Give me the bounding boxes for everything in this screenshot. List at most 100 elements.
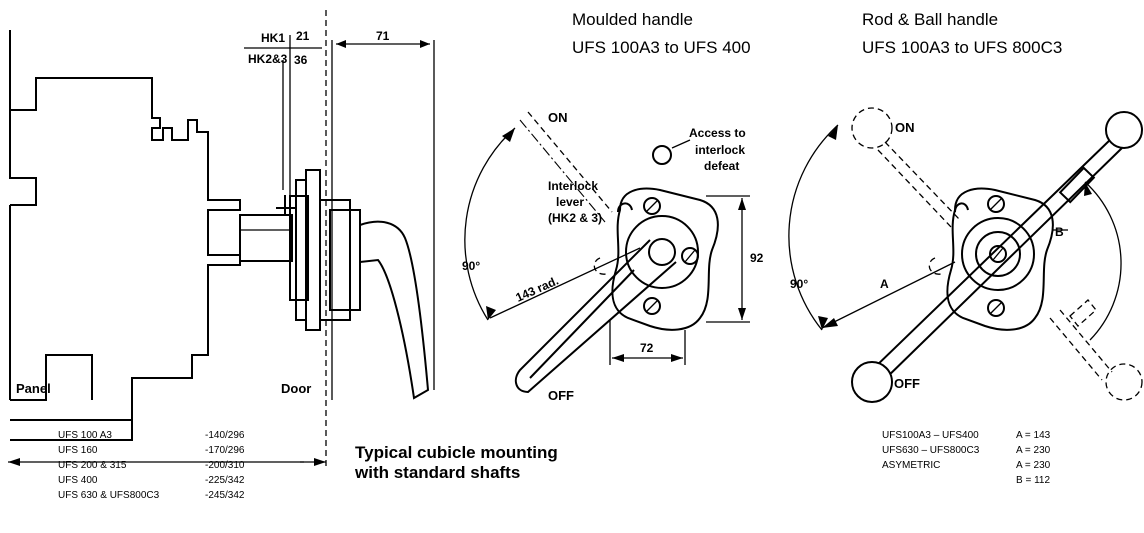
interlock-ghost xyxy=(593,257,607,275)
rodball-heading-line1: Rod & Ball handle xyxy=(862,10,998,29)
access-label-3: defeat xyxy=(704,159,739,173)
moulded-handle-view: 90° ON 143 rad. OFF Access to interlock … xyxy=(462,110,764,403)
handle-base xyxy=(319,199,351,321)
a-radius-line xyxy=(821,261,956,329)
rodball-angle-arc xyxy=(788,124,839,331)
mech-plate xyxy=(289,195,309,301)
rb-hub-mid xyxy=(975,231,1021,277)
rodball-off-label: OFF xyxy=(894,376,920,391)
rod-table-value-1: A = 230 xyxy=(1016,445,1051,456)
overall-dim-arrow-right xyxy=(314,458,326,466)
rod-table-value-3: B = 112 xyxy=(1016,475,1050,486)
rod xyxy=(869,137,1123,383)
dim-table-value-3: -225/342 xyxy=(205,475,245,486)
radius-line xyxy=(489,247,641,319)
rb-interlock-ghost xyxy=(928,257,942,275)
panel-step-lower xyxy=(9,110,37,206)
rb-screw-top-slot xyxy=(989,197,1003,211)
moulded-lever xyxy=(514,239,677,394)
b-arc-arrow xyxy=(1084,182,1092,196)
hub-center xyxy=(648,238,676,266)
rod-table-model-1: UFS630 – UFS800C3 xyxy=(882,445,980,456)
dim-table-model-4: UFS 630 & UFS800C3 xyxy=(58,490,160,501)
a-arrow xyxy=(822,318,838,328)
moulded-heading-line1: Moulded handle xyxy=(572,10,693,29)
rodball-handle-heading: Rod & Ball handle UFS 100A3 to UFS 800C3 xyxy=(862,10,1062,57)
screw-top-slot xyxy=(645,199,659,213)
panel-label: Panel xyxy=(16,381,51,396)
moulded-off-label: OFF xyxy=(548,388,574,403)
lever-label-3: (HK2 & 3) xyxy=(548,211,602,225)
screw-top xyxy=(643,197,661,215)
dim-21: 21 xyxy=(296,29,310,43)
side-view: HK1 HK2&3 21 36 71 Panel Door UFS 100 A3… xyxy=(8,10,435,501)
dim-table-model-2: UFS 200 & 315 xyxy=(58,460,127,471)
rod-collar xyxy=(1058,166,1096,204)
lever-label-1: Interlock xyxy=(548,179,598,193)
rb-hub-slot xyxy=(992,247,1004,261)
shaft xyxy=(239,214,293,262)
dim-71-arrows xyxy=(336,40,430,48)
dim-table-model-3: UFS 400 xyxy=(58,475,98,486)
moulded-heading-line2: UFS 100A3 to UFS 400 xyxy=(572,38,751,57)
b-ghost-ball xyxy=(1105,363,1143,401)
lever-label-2: lever xyxy=(556,195,584,209)
door-label: Door xyxy=(281,381,311,396)
b-ghost-collar xyxy=(1069,299,1097,327)
moulded-handle-side xyxy=(359,220,430,400)
handle-hub xyxy=(329,209,361,311)
rb-screw-bottom-slot xyxy=(989,301,1003,315)
panel-step-bottom xyxy=(10,354,93,401)
access-label-1: Access to xyxy=(689,126,746,140)
rb-hub-center xyxy=(989,245,1007,263)
arc-arrow-top xyxy=(502,128,515,142)
lever-inner-line xyxy=(529,269,635,379)
b-label: B xyxy=(1055,225,1064,239)
moulded-body-plate xyxy=(611,187,719,331)
interlock-lever-knob xyxy=(617,202,633,213)
rodball-handle-view: 90° ON A OFF B xyxy=(788,107,1143,486)
access-hole xyxy=(652,145,672,165)
ball-off xyxy=(851,361,893,403)
dim-36: 36 xyxy=(294,53,308,67)
dimension-table: UFS 100 A3 -140/296 UFS 160 -170/296 UFS… xyxy=(58,430,245,501)
interlock-pin xyxy=(276,195,296,215)
rodball-angle-label: 90° xyxy=(790,277,808,291)
on-position-line-2 xyxy=(527,111,613,213)
dim-92: 92 xyxy=(750,251,764,265)
panel-outline xyxy=(9,30,241,441)
typical-caption-line1: Typical cubicle mounting xyxy=(355,443,558,462)
dim-72: 72 xyxy=(640,341,654,355)
hk1-label: HK1 xyxy=(261,31,285,45)
typical-caption: Typical cubicle mounting with standard s… xyxy=(354,443,558,482)
dim-table-value-0: -140/296 xyxy=(205,430,245,441)
dim-table-value-4: -245/342 xyxy=(205,490,245,501)
moulded-angle-label: 90° xyxy=(462,259,480,273)
access-leader xyxy=(671,139,691,149)
rb-arc-arrow-top xyxy=(828,125,838,140)
rod-table-model-0: UFS100A3 – UFS400 xyxy=(882,430,979,441)
rodball-body-plate xyxy=(946,187,1054,331)
moulded-handle-heading: Moulded handle UFS 100A3 to UFS 400 xyxy=(572,10,751,57)
rb-hub-outer xyxy=(961,217,1035,291)
screw-bottom xyxy=(643,297,661,315)
dim-table-value-2: -200/310 xyxy=(205,460,245,471)
hk23-label: HK2&3 xyxy=(248,52,288,66)
a-label: A xyxy=(880,277,889,291)
overall-dim-arrow-left xyxy=(8,458,20,466)
dim-table-value-1: -170/296 xyxy=(205,445,245,456)
b-ghost-rod xyxy=(1049,309,1113,381)
ball-top xyxy=(1105,111,1143,149)
moulded-angle-arc xyxy=(464,127,516,321)
rb-interlock-knob xyxy=(954,202,969,213)
dim-71: 71 xyxy=(376,29,390,43)
b-arc xyxy=(1084,181,1122,341)
screw-bottom-slot xyxy=(645,299,659,313)
on-ghost-rod xyxy=(877,141,961,229)
moulded-on-label: ON xyxy=(548,110,568,125)
rb-screw-bottom xyxy=(987,299,1005,317)
rod-table-value-2: A = 230 xyxy=(1016,460,1051,471)
hub-screw xyxy=(681,247,699,265)
dim-table-model-1: UFS 160 xyxy=(58,445,98,456)
